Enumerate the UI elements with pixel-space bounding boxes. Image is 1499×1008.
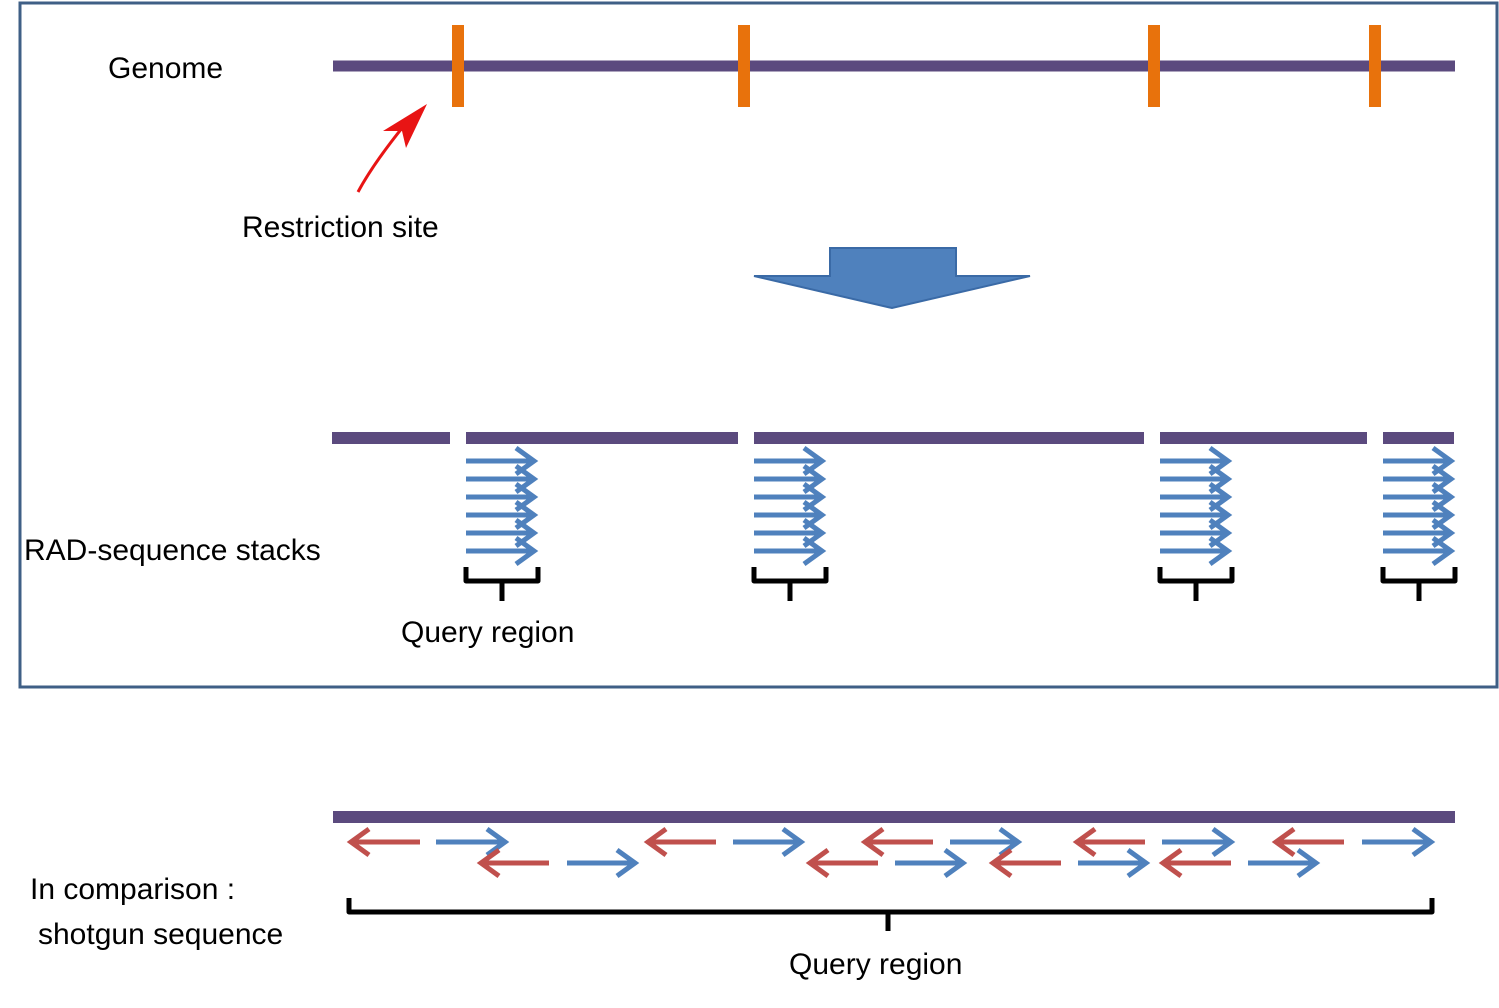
reverse-read-arrow bbox=[1271, 826, 1344, 858]
forward-read-arrow bbox=[733, 826, 806, 858]
shotgun-query-region-label: Query region bbox=[789, 948, 962, 981]
pointer-head bbox=[383, 104, 427, 148]
restriction-site-mark bbox=[452, 25, 464, 107]
comparison-label-line1: In comparison : bbox=[30, 873, 235, 906]
forward-read-arrow bbox=[895, 847, 968, 879]
restriction-site-mark bbox=[1148, 25, 1160, 107]
restriction-site-label: Restriction site bbox=[242, 211, 439, 244]
forward-read-arrow bbox=[754, 535, 827, 567]
big-down-arrow bbox=[753, 247, 1031, 310]
restriction-site-mark bbox=[738, 25, 750, 107]
forward-read-arrow bbox=[1362, 826, 1436, 858]
shotgun-query-bracket bbox=[346, 898, 1435, 931]
forward-read-arrow bbox=[1160, 535, 1233, 567]
forward-read-arrow bbox=[466, 535, 539, 567]
reverse-read-arrow bbox=[805, 847, 878, 879]
genome-fragment bbox=[332, 432, 450, 444]
genome-fragment bbox=[1160, 432, 1367, 444]
rad-query-bracket bbox=[751, 567, 829, 601]
restriction-site-mark bbox=[1369, 25, 1381, 107]
rad-query-bracket bbox=[1380, 567, 1458, 601]
reverse-read-arrow bbox=[988, 847, 1061, 879]
restriction-site-pointer-arrow bbox=[356, 104, 427, 193]
shotgun-reads bbox=[346, 826, 1436, 879]
reverse-read-arrow bbox=[346, 826, 420, 858]
rad-query-bracket bbox=[1157, 567, 1235, 601]
rad-query-bracket bbox=[463, 567, 541, 601]
restriction-site-marks bbox=[452, 25, 1381, 107]
forward-read-arrow bbox=[1248, 847, 1321, 879]
rad-query-region-label: Query region bbox=[401, 616, 574, 649]
genome-fragment bbox=[466, 432, 738, 444]
forward-read-arrow bbox=[1162, 826, 1236, 858]
forward-read-arrow bbox=[1078, 847, 1151, 879]
comparison-label-line2: shotgun sequence bbox=[38, 918, 283, 951]
genome-fragments bbox=[332, 432, 1454, 444]
forward-read-arrow bbox=[436, 826, 510, 858]
forward-read-arrow bbox=[1383, 535, 1456, 567]
reverse-read-arrow bbox=[1072, 826, 1145, 858]
forward-read-arrow bbox=[567, 847, 640, 879]
reverse-read-arrow bbox=[860, 826, 933, 858]
genome-fragment bbox=[1383, 432, 1454, 444]
rad-panel-frame bbox=[18, 1, 1499, 689]
reverse-read-arrow bbox=[643, 826, 716, 858]
rad-stacks-label: RAD-sequence stacks bbox=[24, 534, 321, 567]
reverse-read-arrow bbox=[476, 847, 549, 879]
genome-label: Genome bbox=[108, 52, 223, 85]
rad-query-brackets bbox=[463, 567, 1458, 601]
reverse-read-arrow bbox=[1158, 847, 1231, 879]
genome-fragment bbox=[754, 432, 1144, 444]
rad-read-stacks bbox=[466, 445, 1456, 567]
